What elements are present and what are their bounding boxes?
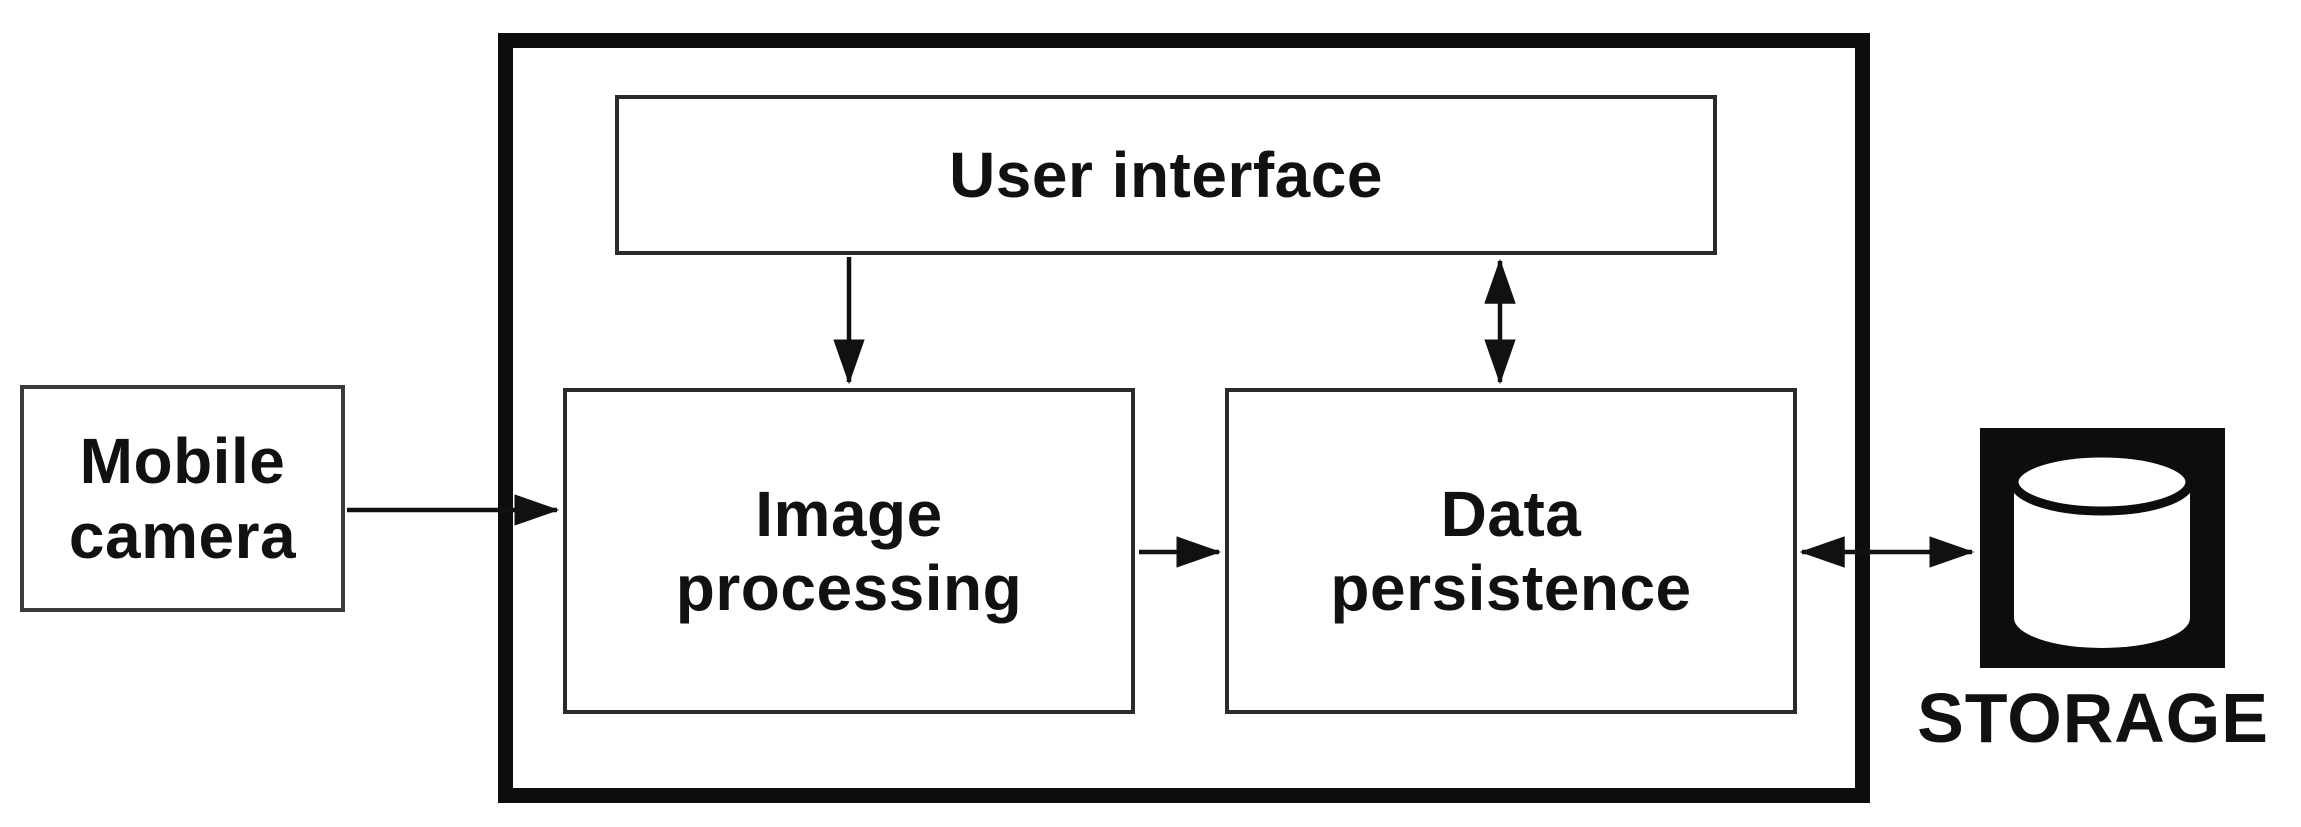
node-user-interface-label: User interface <box>949 138 1383 211</box>
node-mobile-camera-label-line1: Mobile <box>79 425 286 498</box>
node-mobile-camera-label-line2: camera <box>68 499 297 572</box>
node-mobile-camera: Mobile camera <box>20 385 345 612</box>
cylinder-top <box>2009 448 2195 516</box>
node-image-processing-label-line2: processing <box>675 552 1023 624</box>
node-image-processing: Image processing <box>563 388 1135 714</box>
node-data-persistence-label-line1: Data <box>1440 477 1582 550</box>
node-user-interface: User interface <box>615 95 1717 255</box>
cylinder-body <box>2014 482 2190 648</box>
node-data-persistence-label-line2: persistence <box>1330 552 1692 624</box>
node-data-persistence: Data persistence <box>1225 388 1797 714</box>
database-cylinder-icon <box>1980 428 2225 668</box>
storage-label: STORAGE <box>1917 679 2269 757</box>
system-boundary-box <box>498 33 1870 803</box>
node-image-processing-label-line1: Image <box>755 477 943 550</box>
